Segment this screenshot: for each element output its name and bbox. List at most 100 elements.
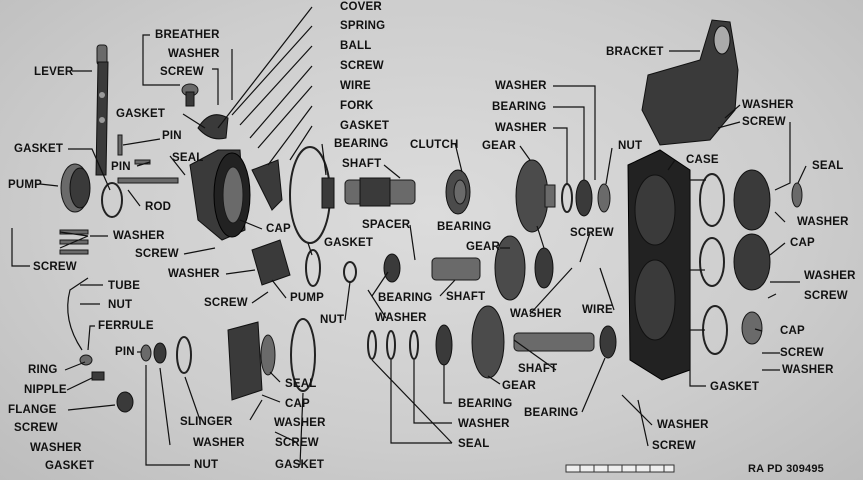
label-pin-bottom: PIN bbox=[115, 346, 135, 358]
label-washer-top: WASHER bbox=[168, 48, 220, 60]
label-screw-mid2: SCREW bbox=[204, 297, 248, 309]
label-gasket-top: GASKET bbox=[340, 120, 390, 132]
label-screw-mid: SCREW bbox=[135, 248, 179, 260]
label-bearing-bottom1: BEARING bbox=[458, 398, 513, 410]
label-seal-bottom2: SEAL bbox=[458, 438, 490, 450]
label-screw-right2: SCREW bbox=[804, 290, 848, 302]
label-washer-screw-bottom: WASHER bbox=[657, 419, 709, 431]
label-cover: COVER bbox=[340, 1, 382, 13]
bracket-part bbox=[641, 19, 739, 146]
label-washer-gear2: WASHER bbox=[495, 122, 547, 134]
cap-mid-part bbox=[189, 149, 251, 241]
label-shaft-bottom: SHAFT bbox=[518, 363, 558, 375]
clutch-part bbox=[445, 169, 471, 215]
label-nipple: NIPPLE bbox=[24, 384, 67, 396]
label-washer-bracket: WASHER bbox=[742, 99, 794, 111]
label-washer-right3: WASHER bbox=[782, 364, 834, 376]
label-washer-bottom: WASHER bbox=[193, 437, 245, 449]
label-washer-mid2: WASHER bbox=[375, 312, 427, 324]
gear-top-part bbox=[515, 159, 556, 233]
breather-part bbox=[181, 83, 199, 107]
label-washer-bottom2: WASHER bbox=[274, 417, 326, 429]
label-flange: FLANGE bbox=[8, 404, 57, 416]
cover-part bbox=[197, 114, 229, 140]
label-washer-left: WASHER bbox=[113, 230, 165, 242]
label-wire-right: WIRE bbox=[582, 304, 613, 316]
label-gasket-left: GASKET bbox=[14, 143, 64, 155]
right-caps-part bbox=[699, 169, 803, 355]
label-washer-flange: WASHER bbox=[30, 442, 82, 454]
label-screw-left: SCREW bbox=[33, 261, 77, 273]
leader-lines bbox=[11, 6, 807, 466]
label-bearing-bottom2: BEARING bbox=[524, 407, 579, 419]
label-nut-left: NUT bbox=[108, 299, 133, 311]
label-ring: RING bbox=[28, 364, 58, 376]
label-cap-bottom: CAP bbox=[285, 398, 310, 410]
rod-part bbox=[117, 134, 179, 184]
label-gasket-pump: GASKET bbox=[324, 237, 374, 249]
label-shaft-mid: SHAFT bbox=[446, 291, 486, 303]
label-pin-lower: PIN bbox=[111, 161, 131, 173]
label-ferrule: FERRULE bbox=[98, 320, 154, 332]
label-screw-breather: SCREW bbox=[160, 66, 204, 78]
pump-left-part bbox=[60, 163, 123, 218]
label-nut-bottom: NUT bbox=[194, 459, 219, 471]
label-lever: LEVER bbox=[34, 66, 74, 78]
label-bearing-shaft: BEARING bbox=[334, 138, 389, 150]
label-washer-gear1: WASHER bbox=[495, 80, 547, 92]
label-screw-bottom: SCREW bbox=[275, 437, 319, 449]
label-breather: BREATHER bbox=[155, 29, 220, 41]
label-washer-right2: WASHER bbox=[804, 270, 856, 282]
label-spacer: SPACER bbox=[362, 219, 411, 231]
label-screw-bracket: SCREW bbox=[742, 116, 786, 128]
shaft-top-part bbox=[321, 177, 416, 209]
label-pump-mid: PUMP bbox=[290, 292, 325, 304]
label-screw-right3: SCREW bbox=[780, 347, 824, 359]
label-pin-upper: PIN bbox=[162, 130, 182, 142]
label-seal-bottom: SEAL bbox=[285, 378, 317, 390]
label-slinger: SLINGER bbox=[180, 416, 233, 428]
label-bearing-mid: BEARING bbox=[378, 292, 433, 304]
tube-part bbox=[67, 277, 89, 351]
scale-bar bbox=[565, 464, 675, 473]
fork-part bbox=[251, 159, 283, 211]
label-bracket: BRACKET bbox=[606, 46, 664, 58]
label-washer-wire: WASHER bbox=[510, 308, 562, 320]
label-seal-left: SEAL bbox=[172, 152, 204, 164]
lever-part bbox=[95, 44, 109, 176]
label-spring: SPRING bbox=[340, 20, 386, 32]
label-screw-flange: SCREW bbox=[14, 422, 58, 434]
reference-number: RA PD 309495 bbox=[748, 463, 824, 475]
label-screw-right: SCREW bbox=[570, 227, 614, 239]
label-gear-top: GEAR bbox=[482, 140, 517, 152]
gear-mid-part bbox=[343, 235, 554, 301]
label-gear-bottom: GEAR bbox=[502, 380, 537, 392]
label-seal-right: SEAL bbox=[812, 160, 844, 172]
gear-bottom-part bbox=[367, 305, 617, 379]
label-gear-mid: GEAR bbox=[466, 241, 501, 253]
label-gasket-bottom: GASKET bbox=[275, 459, 325, 471]
label-gasket-flange: GASKET bbox=[45, 460, 95, 472]
label-nut-right: NUT bbox=[618, 140, 643, 152]
bearing-group-top bbox=[561, 179, 611, 217]
label-bearing-gear: BEARING bbox=[492, 101, 547, 113]
label-screw-screw-bottom: SCREW bbox=[652, 440, 696, 452]
label-rod: ROD bbox=[145, 201, 172, 213]
label-gasket-right: GASKET bbox=[710, 381, 760, 393]
label-nut-mid: NUT bbox=[320, 314, 345, 326]
label-shaft-top: SHAFT bbox=[342, 158, 382, 170]
lower-left-parts bbox=[59, 229, 134, 413]
label-cap-mid: CAP bbox=[266, 223, 291, 235]
label-washer-right: WASHER bbox=[797, 216, 849, 228]
lower-mid-parts bbox=[140, 318, 316, 401]
label-cap-right: CAP bbox=[790, 237, 815, 249]
label-washer-mid: WASHER bbox=[168, 268, 220, 280]
label-ball: BALL bbox=[340, 40, 372, 52]
label-fork: FORK bbox=[340, 100, 374, 112]
label-tube: TUBE bbox=[108, 280, 141, 292]
label-gasket-left-top: GASKET bbox=[116, 108, 166, 120]
label-screw-top: SCREW bbox=[340, 60, 384, 72]
label-cap-right2: CAP bbox=[780, 325, 805, 337]
